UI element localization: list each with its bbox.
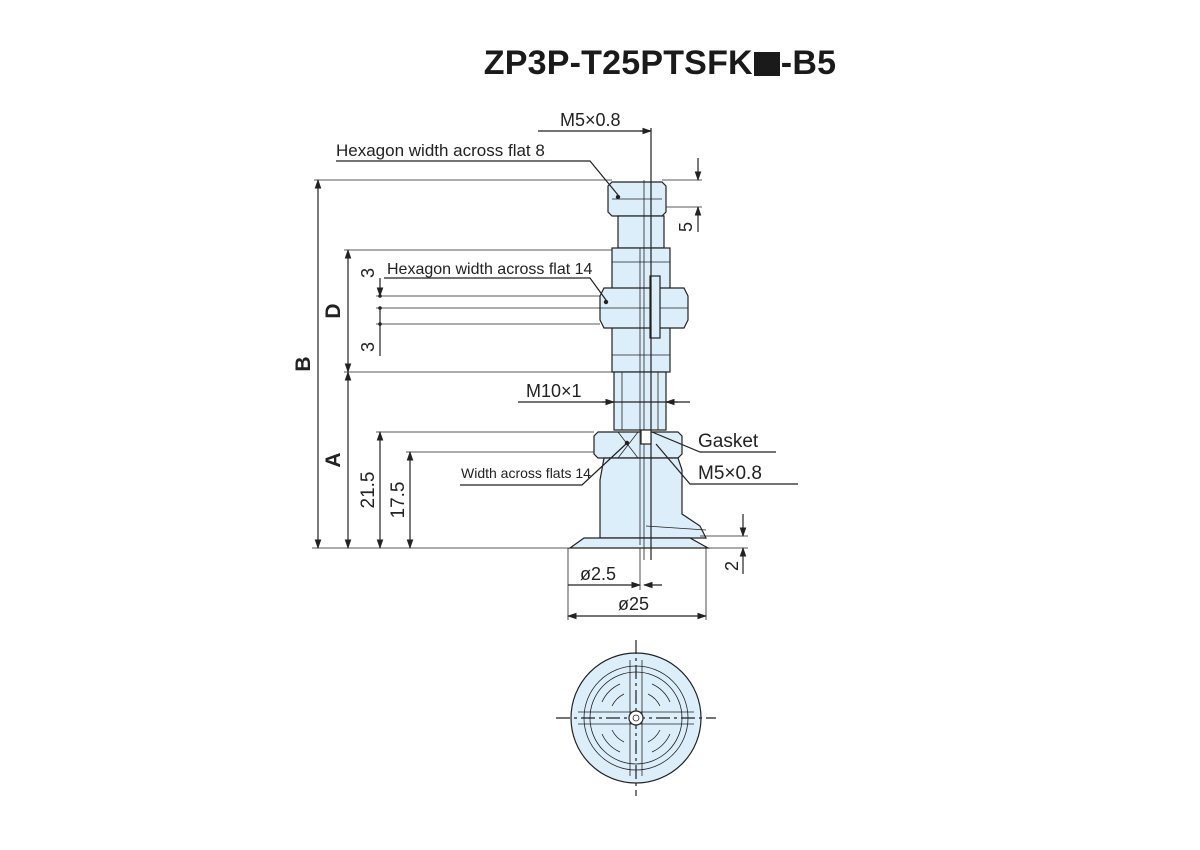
center-hole	[628, 710, 644, 726]
hex-mid-label: Hexagon width across flat 14	[387, 261, 593, 278]
dim-dia-25: ø25	[618, 594, 649, 614]
lower-stem	[599, 457, 707, 539]
title-prefix: ZP3P-T25PTSFK	[483, 44, 753, 82]
width-flats-label: Width across flats 14	[461, 465, 591, 481]
dim-3-top: 3	[358, 268, 378, 278]
dim-B: B	[292, 356, 315, 371]
bottom-view	[556, 640, 716, 796]
annotations: M5×0.8 Hexagon width across flat 8 Hexag…	[336, 110, 798, 486]
side-thread-label: M5×0.8	[698, 463, 762, 484]
drawing-title: ZP3P-T25PTSFK -B5	[0, 44, 1200, 83]
dim-dia-2-5: ø2.5	[580, 564, 616, 584]
hex-top-label: Hexagon width across flat 8	[336, 141, 545, 160]
dim-21-5: 21.5	[358, 472, 379, 509]
title-placeholder-block	[753, 52, 780, 76]
gasket-label: Gasket	[698, 431, 759, 452]
dim-5: 5	[676, 222, 696, 232]
dim-17-5: 17.5	[388, 482, 409, 519]
top-thread-label: M5×0.8	[560, 110, 621, 130]
top-neck	[617, 215, 665, 249]
dim-D: D	[322, 303, 345, 318]
dim-3-bottom: 3	[358, 342, 378, 352]
dim-A: A	[322, 452, 345, 467]
dim-2: 2	[722, 561, 742, 571]
m10-label: M10×1	[526, 381, 582, 401]
side-view	[568, 128, 711, 560]
title-suffix: -B5	[780, 44, 837, 82]
suction-pad	[568, 537, 711, 549]
dimensions: B D A 3 3 21.5 17.5 5 2 ø2.5	[292, 158, 748, 620]
hex-flats-14	[593, 431, 683, 459]
